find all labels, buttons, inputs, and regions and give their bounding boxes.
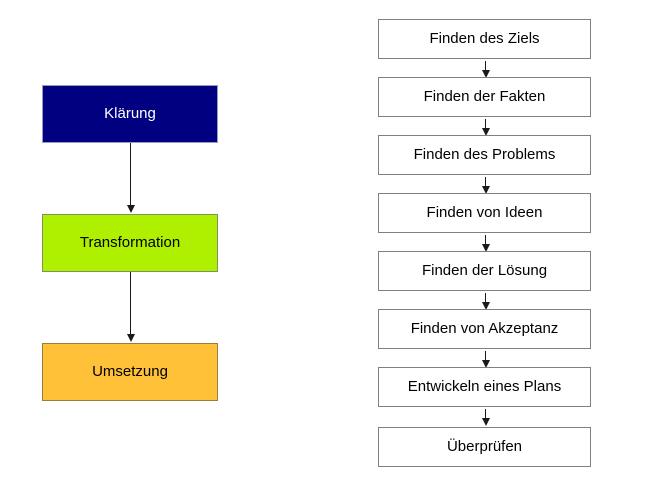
step-node-6[interactable]: Finden von Akzeptanz xyxy=(378,309,591,349)
arrow-shaft xyxy=(485,119,486,130)
phase-node-umsetzung[interactable]: Umsetzung xyxy=(42,343,218,401)
arrow-head-icon xyxy=(481,128,490,136)
arrow-head-icon xyxy=(126,334,135,342)
step-node-2[interactable]: Finden der Fakten xyxy=(378,77,591,117)
step-node-3[interactable]: Finden des Problems xyxy=(378,135,591,175)
arrow-head-icon xyxy=(126,205,135,213)
arrow-shaft xyxy=(130,272,131,336)
arrow-head-icon xyxy=(481,70,490,78)
step-node-5[interactable]: Finden der Lösung xyxy=(378,251,591,291)
step-node-4[interactable]: Finden von Ideen xyxy=(378,193,591,233)
arrow-shaft xyxy=(485,235,486,246)
arrow-head-icon xyxy=(481,360,490,368)
arrow-shaft xyxy=(485,61,486,72)
arrow-shaft xyxy=(485,409,486,420)
phase-node-klaerung[interactable]: Klärung xyxy=(42,85,218,143)
arrow-shaft xyxy=(485,293,486,304)
arrow-head-icon xyxy=(481,186,490,194)
phase-node-transformation[interactable]: Transformation xyxy=(42,214,218,272)
arrow-head-icon xyxy=(481,418,490,426)
arrow-shaft xyxy=(485,351,486,362)
arrow-head-icon xyxy=(481,302,490,310)
step-node-8[interactable]: Überprüfen xyxy=(378,427,591,467)
arrow-shaft xyxy=(485,177,486,188)
step-node-7[interactable]: Entwickeln eines Plans xyxy=(378,367,591,407)
arrow-head-icon xyxy=(481,244,490,252)
step-node-1[interactable]: Finden des Ziels xyxy=(378,19,591,59)
arrow-shaft xyxy=(130,143,131,207)
